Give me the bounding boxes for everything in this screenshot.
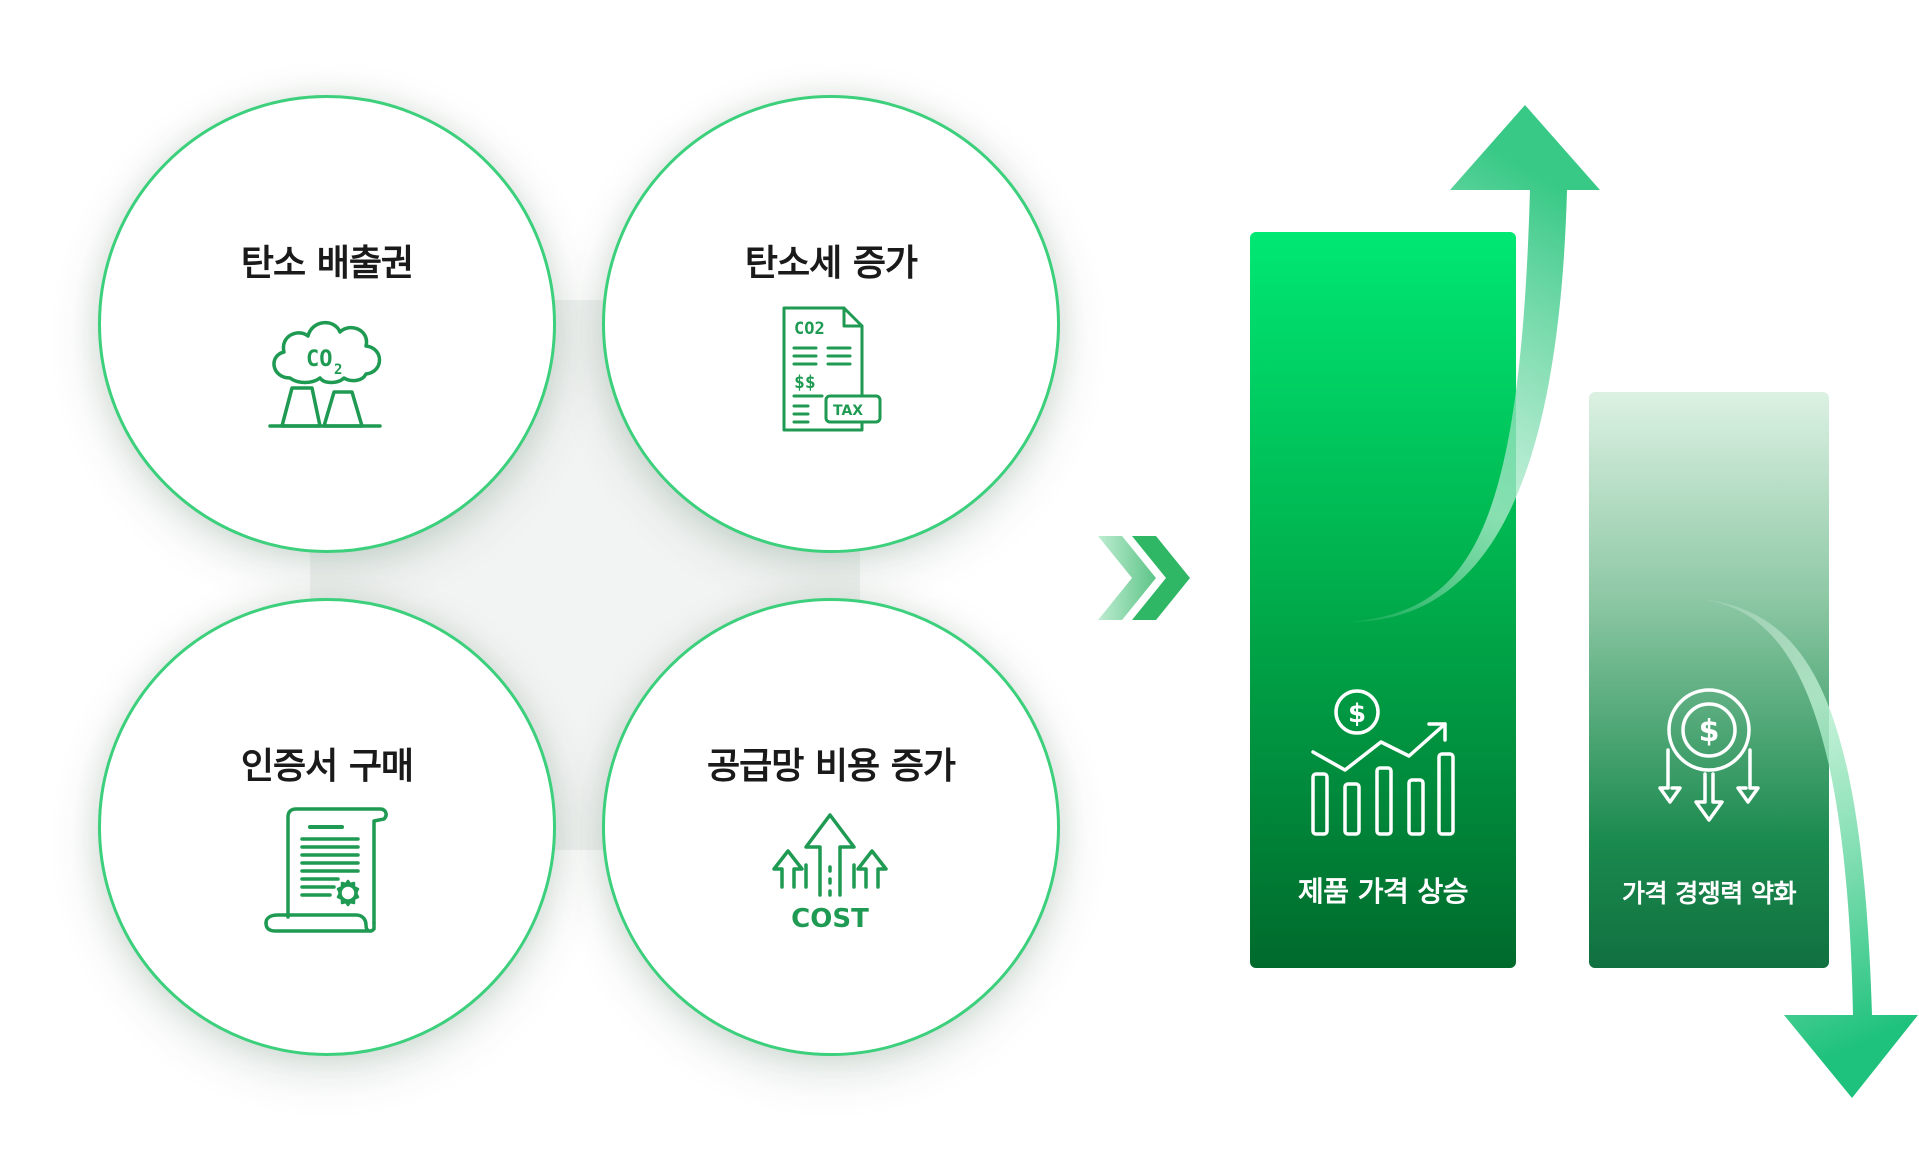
factor-title: 공급망 비용 증가 [707,746,956,787]
factor-carbon-tax: 탄소세 증가 CO2 $$ TAX [602,95,1060,553]
doc-money-label: $$ [794,372,816,393]
factor-certificate-purchase: 인증서 구매 [98,598,556,1056]
factor-title: 인증서 구매 [240,746,414,787]
co2-factory-icon: CO 2 [262,304,392,436]
result-label: 제품 가격 상승 [1297,875,1469,908]
cost-label: COST [791,904,869,934]
tax-document-icon: CO2 $$ TAX [776,304,886,438]
factor-title: 탄소세 증가 [744,243,918,284]
result-competitiveness-weakened: $ 가격 경쟁력 약화 [1589,392,1829,968]
tax-label: TAX [833,403,863,419]
doc-co2-label: CO2 [794,319,825,339]
result-price-increase: $ 제품 가격 상승 [1250,232,1516,968]
dollar-sign: $ [1699,714,1720,749]
double-chevron-right-icon [1092,530,1196,630]
co2-subscript: 2 [334,362,342,378]
dollar-sign: $ [1348,699,1366,729]
co2-label: CO [306,347,333,372]
dollar-down-arrows-icon: $ [1654,688,1764,828]
cost-up-arrows-icon: COST [766,807,896,941]
factor-supply-chain-cost: 공급망 비용 증가 COST [602,598,1060,1056]
certificate-scroll-icon [262,807,392,941]
dollar-chart-up-icon: $ [1305,688,1461,842]
factor-title: 탄소 배출권 [240,243,414,284]
factor-carbon-credits: 탄소 배출권 CO 2 [98,95,556,553]
result-label: 가격 경쟁력 약화 [1622,879,1796,908]
